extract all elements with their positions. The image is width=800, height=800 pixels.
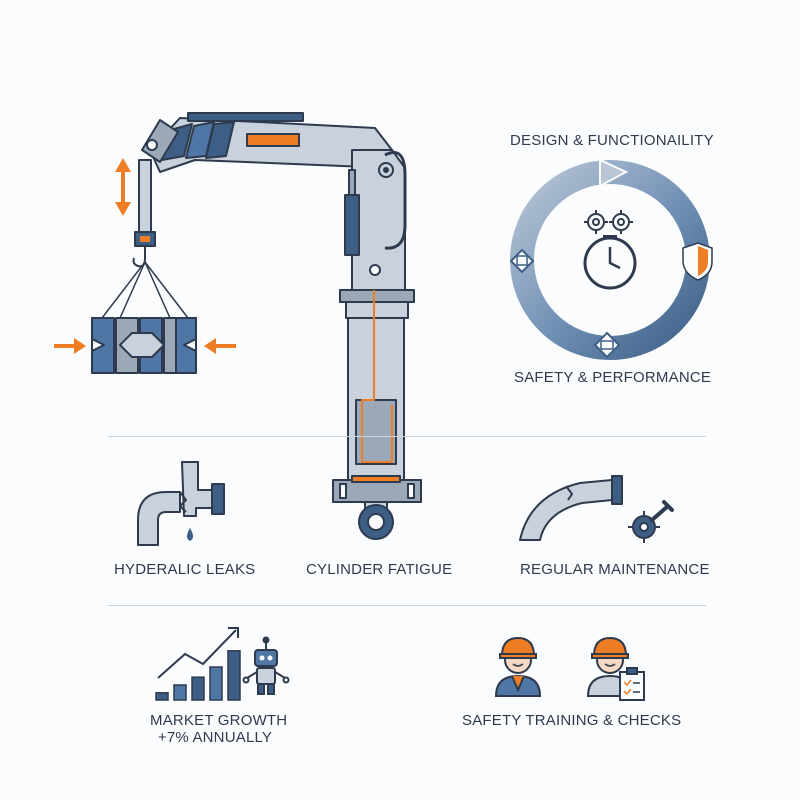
growth-bar: [227, 650, 241, 701]
growth-bar: [209, 666, 223, 701]
column-collar: [339, 289, 415, 303]
label-hydraulic-leaks: HYDERALIC LEAKS: [114, 561, 256, 578]
knuckle-linkage: [141, 119, 179, 163]
column-cylinder: [344, 194, 360, 256]
divider-bottom: [108, 605, 706, 606]
design-cycle-ring: [509, 158, 713, 360]
boom-rod: [187, 112, 304, 122]
cables: [101, 261, 189, 319]
shield-icon: [682, 242, 713, 281]
up-down-arrow-icon: [115, 158, 131, 216]
checklist-icon: [619, 667, 645, 701]
growth-chart-icon: [155, 627, 241, 701]
hydraulic-crane: [91, 112, 422, 540]
label-safety-training: SAFETY TRAINING & CHECKS: [462, 712, 682, 729]
label-market-growth: MARKET GROWTH +7% ANNUALLY: [150, 712, 288, 746]
hydraulic-hose: [384, 151, 407, 250]
growth-bar: [155, 692, 169, 701]
growth-bars: [155, 650, 241, 701]
boom-accent: [246, 133, 300, 147]
label-safety-performance: SAFETY & PERFORMANCE: [514, 369, 712, 386]
clock-icon: [583, 235, 637, 290]
boom-extension: [138, 159, 152, 233]
ring-badge-bottom: [593, 331, 621, 359]
pipe-icon: [137, 461, 225, 546]
label-cylinder-fatigue: CYLINDER FATIGUE: [306, 561, 453, 578]
compression-arrow-icon: [54, 338, 236, 354]
knuckle-pin: [146, 139, 158, 151]
gears-icon: [584, 210, 633, 234]
cylinder-internal-line: [361, 290, 393, 463]
load-block: [91, 317, 197, 374]
ring-arrow-head: [599, 158, 629, 188]
growth-bar: [173, 684, 187, 701]
wrench-gear-icon: [628, 500, 674, 543]
label-design-functionality: DESIGN & FUNCTIONAILITY: [510, 132, 714, 149]
bent-rod-icon: [519, 475, 623, 541]
label-market-line1: MARKET GROWTH: [150, 712, 288, 729]
robot-icon: [242, 636, 290, 695]
label-market-line2: +7% ANNUALLY: [157, 729, 273, 746]
divider-top: [108, 436, 706, 437]
ring-badge-left: [509, 248, 535, 274]
label-regular-maintenance: REGULAR MAINTENANCE: [520, 561, 710, 578]
worker-icon: [494, 636, 542, 697]
growth-bar: [191, 676, 205, 701]
growth-arrow: [157, 629, 237, 679]
water-drop-icon: [187, 528, 193, 541]
hook-icon: [132, 246, 146, 268]
